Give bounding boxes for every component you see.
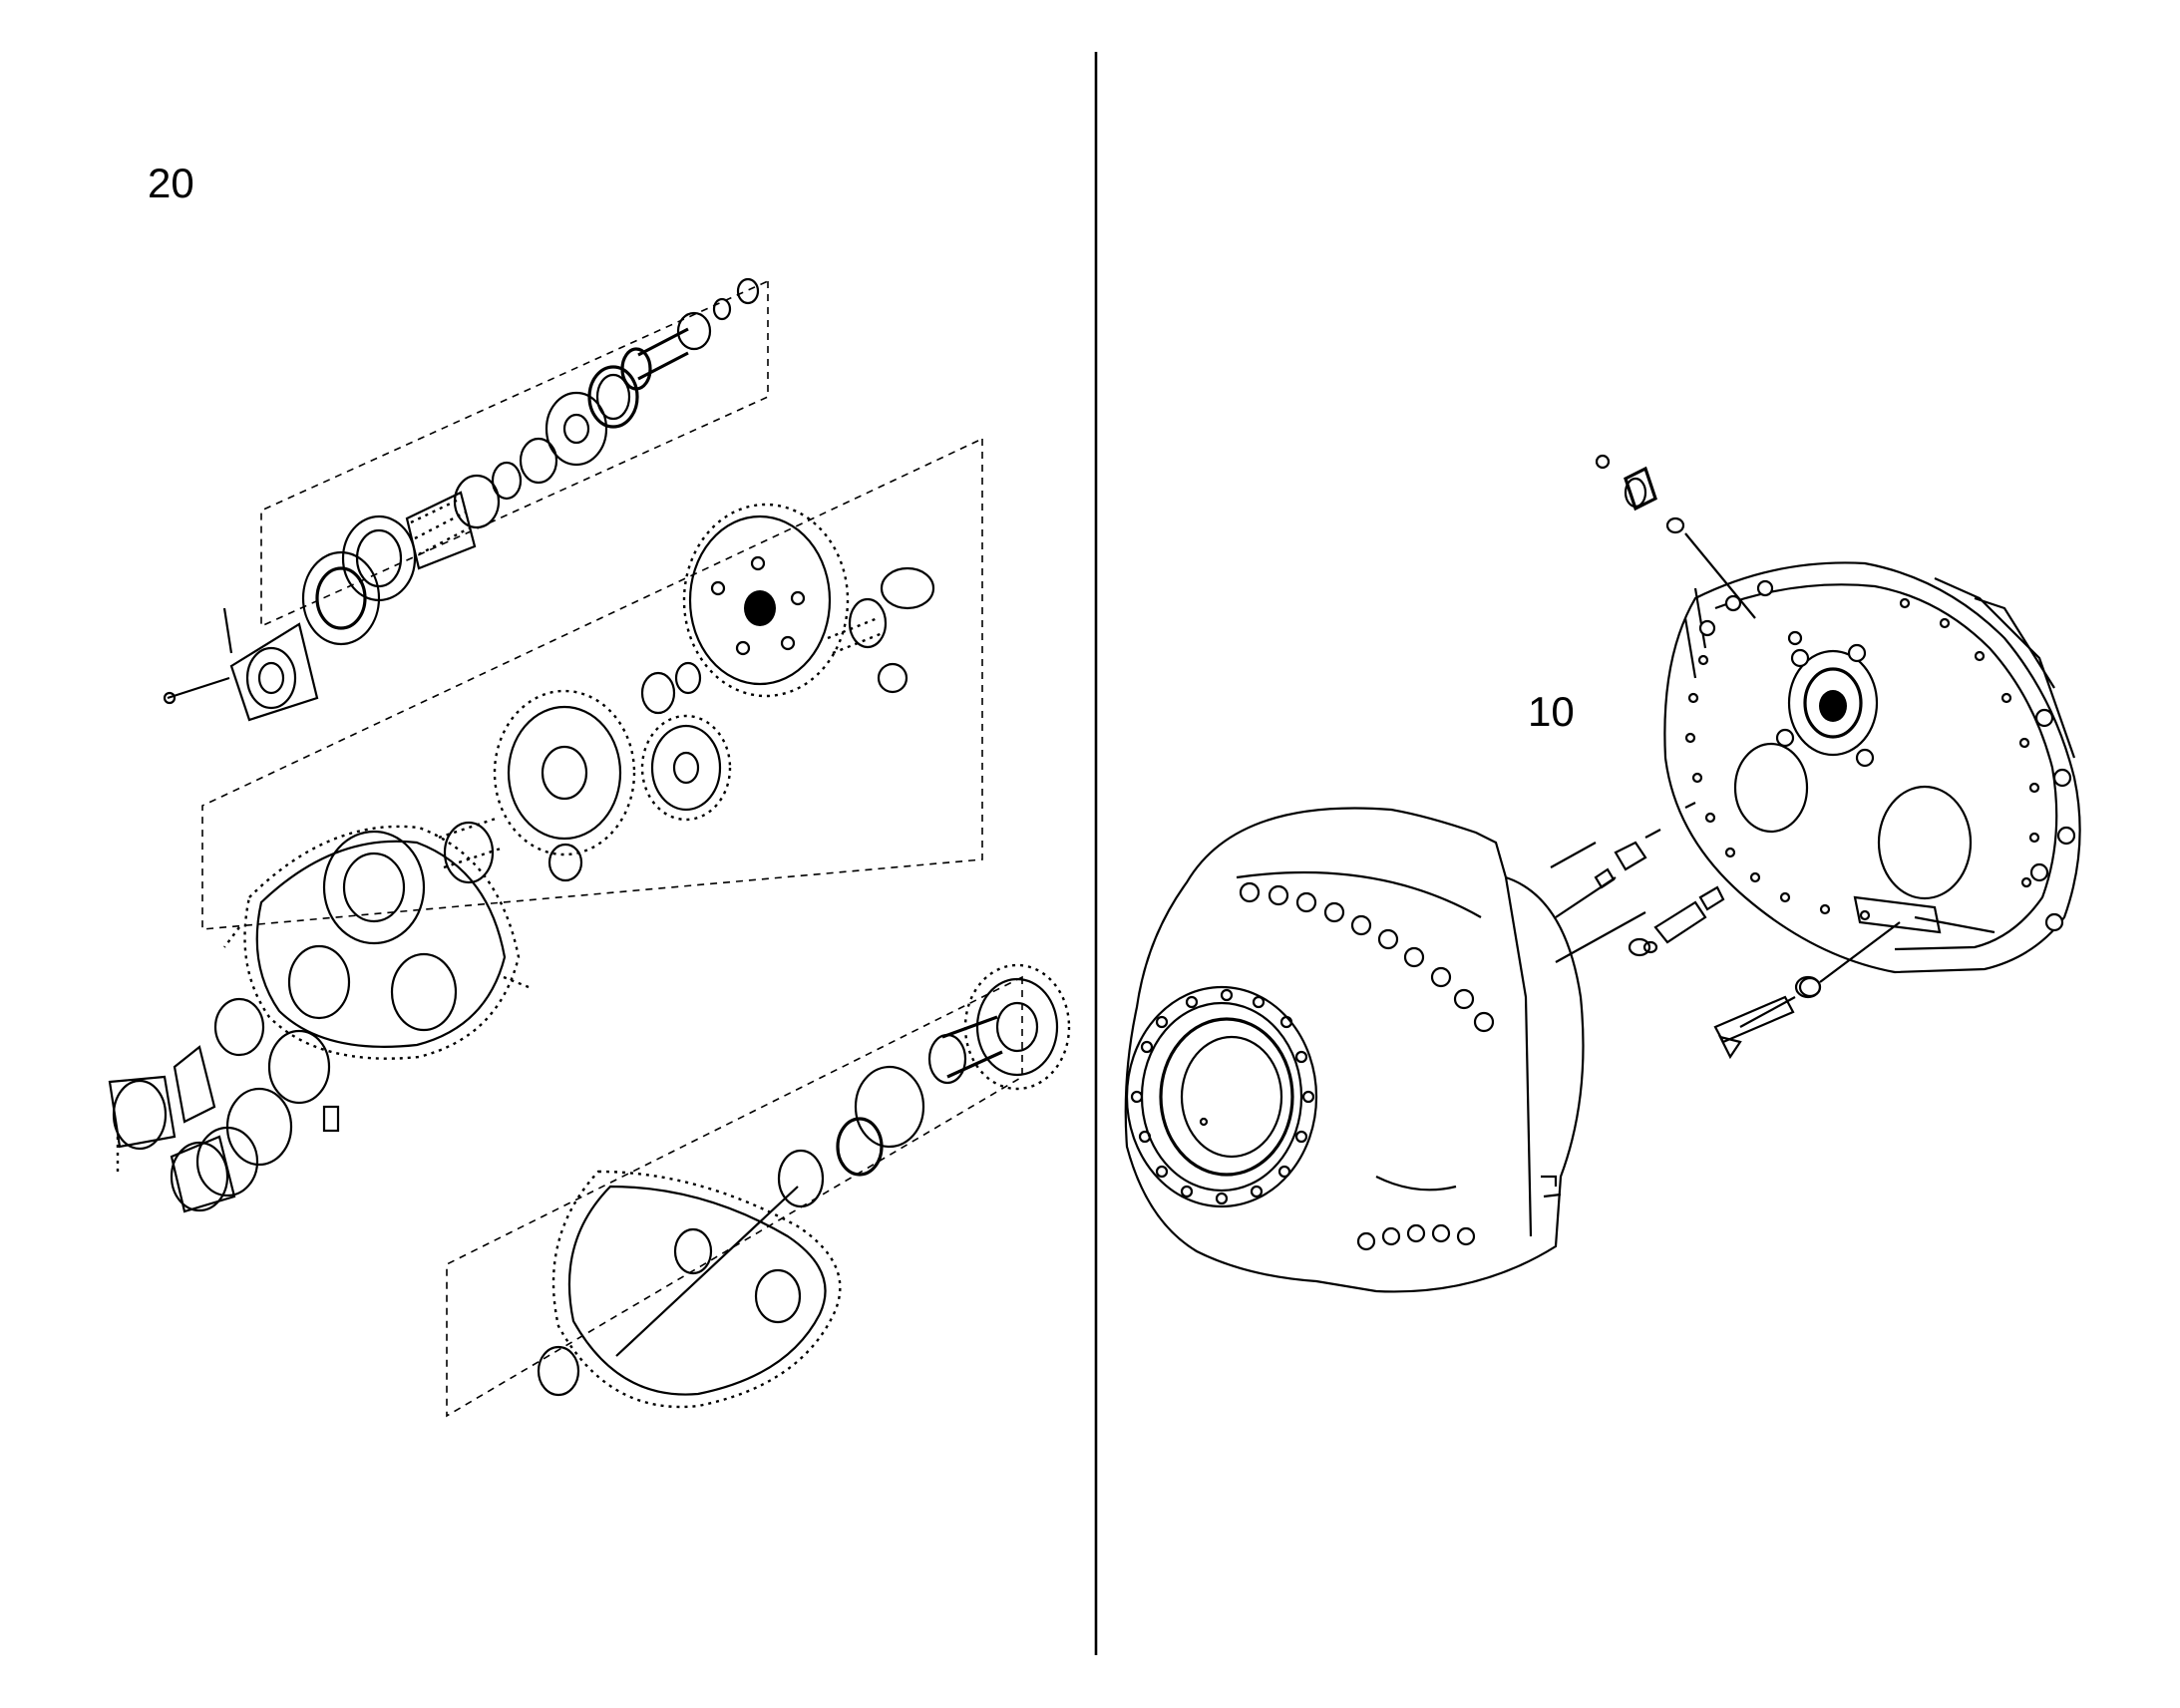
exploded-view — [108, 277, 1071, 1418]
housing-bolts-top — [1239, 881, 1495, 1033]
lower-group-frame — [446, 975, 1023, 1418]
view-label-exploded: 20 — [148, 160, 194, 206]
gearbox-housing-front — [1124, 807, 1585, 1293]
intermediate-gears — [438, 661, 732, 884]
upper-group-frame — [260, 279, 769, 628]
middle-group-frame — [201, 437, 983, 930]
lower-shaft-parts — [108, 997, 340, 1213]
breather-plug-stack — [1595, 454, 1756, 619]
gearbox-housing-exploded — [223, 825, 530, 1060]
housing-bolts-bottom — [1356, 1223, 1476, 1251]
large-spur-gear — [682, 503, 935, 698]
gearbox-housing-rear — [1663, 561, 2081, 974]
input-shaft-assembly — [163, 277, 760, 722]
view-label-assembled: 10 — [1528, 688, 1575, 735]
housing-fasteners — [1550, 802, 1901, 1060]
output-flange-exploded — [777, 963, 1071, 1208]
lower-bolt — [1739, 976, 1822, 1028]
housing-cover-plate — [537, 1170, 842, 1409]
assembled-view — [1124, 454, 2081, 1293]
